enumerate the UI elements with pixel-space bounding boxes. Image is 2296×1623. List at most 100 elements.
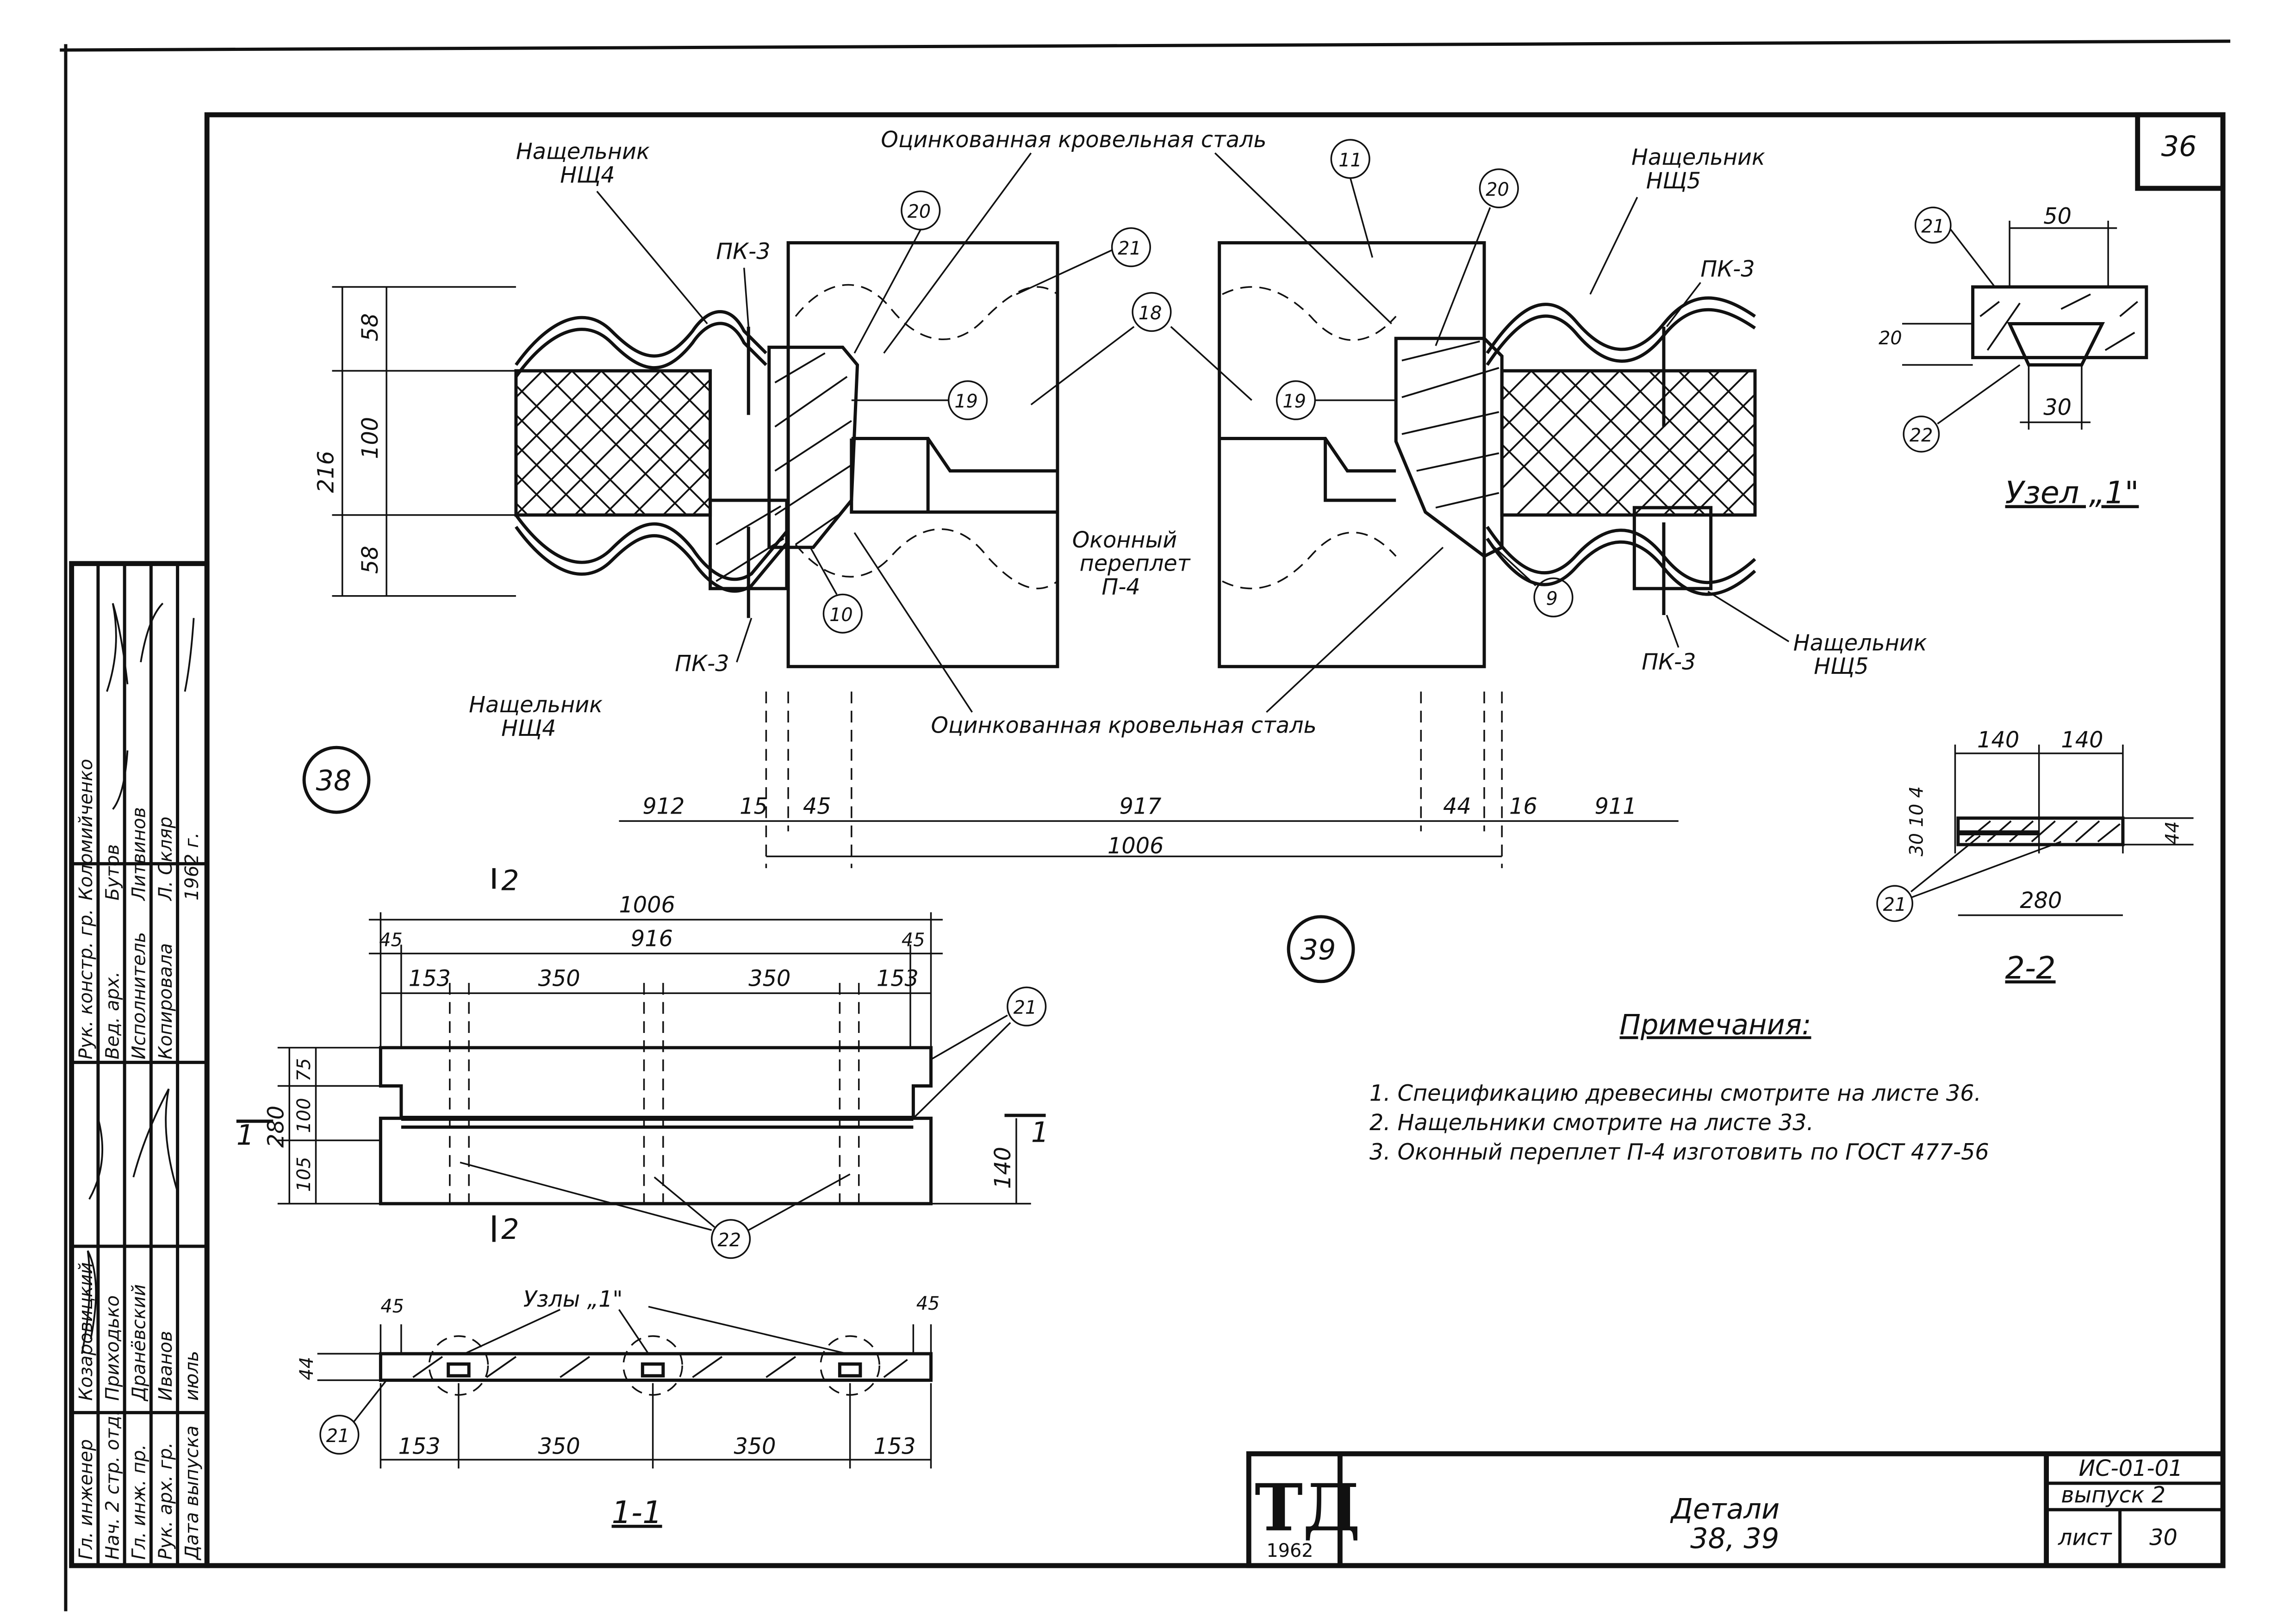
label-pk3-bottom-left: ПК-3	[675, 651, 729, 677]
node-1-detail: 50 20 30 21 22 Узел „1"	[1879, 204, 2148, 510]
label-nsh4-top-2: НЩ4	[560, 162, 615, 188]
plan-dim-140: 140	[990, 1147, 1016, 1189]
sec11-groove-3	[838, 1362, 862, 1378]
sheet-label: лист	[2058, 1525, 2112, 1550]
cut-1-left: 1	[236, 1119, 254, 1152]
node1-title: Узел „1"	[2005, 474, 2139, 510]
sec22-dim-44: 44	[2162, 821, 2184, 845]
circle-19-left-label: 19	[954, 391, 978, 412]
stamp2-role-1: Рук. констр. гр.	[75, 909, 97, 1059]
circle-10-label: 10	[829, 604, 853, 626]
stamp-role-3: Гл. инж. пр.	[129, 1444, 150, 1560]
insulation-left	[514, 369, 712, 517]
subtitle: 38, 39	[1690, 1523, 1779, 1555]
dim-911: 911	[1594, 794, 1636, 819]
circle-9	[1533, 577, 1574, 617]
plan-circle-21-label: 21	[1014, 997, 1037, 1019]
plan-dim-75: 75	[293, 1058, 315, 1082]
stamp2-name-4: Л. Скляр	[155, 816, 176, 901]
label-window-1: Оконный	[1072, 528, 1177, 553]
circle-20-right-label: 20	[1486, 179, 1509, 200]
plan-dim-45-left: 45	[379, 929, 403, 951]
dim-45: 45	[803, 794, 831, 819]
sec11-groove-2	[641, 1362, 665, 1378]
logo-year: 1962	[1266, 1540, 1313, 1561]
title: Детали	[1670, 1493, 1780, 1525]
sec22-circle-21	[1876, 885, 1914, 922]
label-nsh4-bottom-1: Нащельник	[469, 692, 603, 718]
label-window-2: переплет	[1080, 551, 1191, 577]
stamp-role-4: Рук. арх. гр.	[155, 1442, 176, 1560]
stamp-name-5: июль	[181, 1351, 203, 1401]
plan-dim-350-right: 350	[748, 966, 790, 991]
label-pk3-bottom-right: ПК-3	[1642, 650, 1696, 675]
plan-dim-350-left: 350	[538, 966, 580, 991]
section-2-2: 140 140 30 10 4 44 280 21 2-2	[1876, 728, 2194, 986]
label-window-3: П-4	[1101, 575, 1140, 600]
wood-post-right	[1394, 336, 1504, 558]
plan-dim-916: 916	[631, 926, 673, 951]
plan-circle-22	[711, 1219, 751, 1259]
plan-circle-21	[1007, 986, 1047, 1026]
node1-circle-21	[1914, 206, 1952, 244]
notes-title: Примечания:	[1620, 1009, 1811, 1041]
dim-16: 16	[1509, 794, 1537, 819]
label-steel-top: Оцинкованная кровельная сталь	[881, 127, 1266, 153]
side-stamp: Гл. инженер Козаровицкий Нач. 2 стр. отд…	[69, 561, 210, 1568]
node1-dim-30: 30	[2043, 395, 2072, 421]
stamp-role-1: Гл. инженер	[75, 1439, 97, 1560]
sec11-dim-350-left: 350	[538, 1434, 580, 1459]
stamp2-name-2: Бутов	[102, 844, 123, 901]
dim-44: 44	[1443, 794, 1471, 819]
sec11-dim-45-left: 45	[380, 1296, 404, 1317]
circle-19-right-label: 19	[1282, 391, 1306, 412]
stamp2-name-3: Литвинов	[129, 807, 150, 902]
sec11-dim-45-right: 45	[916, 1293, 940, 1314]
cut-2-bottom: 2	[501, 1213, 519, 1246]
issue: выпуск 2	[2061, 1482, 2165, 1508]
sec22-title: 2-2	[2005, 950, 2056, 986]
label-nsh5-top-1: Нащельник	[1631, 145, 1765, 170]
sheet-frame: 36	[60, 39, 2231, 1611]
label-steel-bottom: Оцинкованная кровельная сталь	[931, 713, 1317, 738]
label-nsh5-bottom-1: Нащельник	[1793, 630, 1927, 656]
sec11-dim-153-right: 153	[874, 1434, 916, 1459]
window-frame-left	[786, 241, 1059, 668]
notes: Примечания: 1. Спецификацию древесины см…	[1369, 1009, 1989, 1165]
dims-horizontal: 912 15 45 917 44 16 911 1006	[619, 691, 1679, 868]
dim-15: 15	[740, 794, 768, 819]
assembly-39	[1218, 241, 1757, 668]
circle-11-label: 11	[1338, 149, 1362, 171]
sec11-dim-350-right: 350	[734, 1434, 776, 1459]
dims-vertical-left: 216 58 100 58	[314, 286, 516, 597]
sec11-board	[379, 1352, 933, 1382]
node-38: 38	[316, 765, 351, 797]
cut-2-top: 2	[501, 865, 519, 897]
signatures	[81, 603, 195, 1354]
node1-circle-22	[1903, 416, 1940, 453]
label-pk3-top-left: ПК-3	[716, 239, 770, 265]
node-39-circle	[1287, 915, 1355, 983]
dim-58-top: 58	[358, 313, 383, 342]
node-39: 39	[1300, 934, 1336, 966]
circle-21	[1111, 227, 1151, 267]
cut-1-right: 1	[1031, 1116, 1049, 1149]
circle-21-label: 21	[1118, 238, 1141, 259]
node1-board	[1971, 285, 2148, 360]
sec11-dim-44: 44	[296, 1357, 317, 1380]
dim-912: 912	[642, 794, 684, 819]
stamp-name-2: Приходько	[102, 1295, 123, 1401]
section-1-1: Узлы „1" 45 45 44 153 350 350 153 21 1-1	[296, 1287, 940, 1530]
corner-number-box	[2135, 112, 2226, 191]
label-nsh4-bottom-2: НЩ4	[501, 716, 556, 741]
code: ИС-01-01	[2079, 1456, 2183, 1481]
detail-38-39: 216 58 100 58 912 15 45 917 44 16 911 10…	[302, 127, 1927, 983]
dim-100: 100	[358, 417, 383, 459]
sec11-circle-21	[319, 1414, 360, 1455]
note-1: 1. Спецификацию древесины смотрите на ли…	[1369, 1081, 1981, 1106]
plan-dim-153-right: 153	[877, 966, 919, 991]
stamp2-name-1: Коломийченко	[75, 759, 97, 901]
note-2: 2. Нащельники смотрите на листе 33.	[1369, 1110, 1814, 1136]
note-3: 3. Оконный переплет П-4 изготовить по ГО…	[1369, 1139, 1989, 1165]
